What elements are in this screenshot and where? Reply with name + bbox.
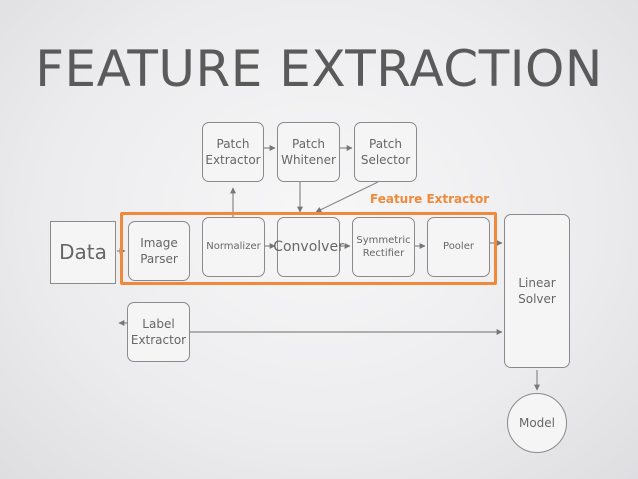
patch-extractor-line2: Extractor xyxy=(205,153,261,167)
convolver-label: Convolver xyxy=(273,238,344,255)
feature-extractor-label: Feature Extractor xyxy=(370,192,490,206)
arrow-selector-to-convolver xyxy=(315,181,379,213)
pooler-node: Pooler xyxy=(427,217,490,277)
patch-extractor-node: Patch Extractor xyxy=(202,122,264,182)
linear-solver-line1: Linear xyxy=(518,275,556,290)
patch-whitener-node: Patch Whitener xyxy=(277,122,340,182)
feature-extractor-group xyxy=(120,212,497,285)
image-parser-line1: Image xyxy=(140,235,178,250)
patch-selector-line1: Patch xyxy=(369,136,402,151)
image-parser-node: Image Parser xyxy=(128,221,190,281)
normalizer-label: Normalizer xyxy=(206,241,261,253)
normalizer-node: Normalizer xyxy=(202,217,265,277)
label-extractor-node: Label Extractor xyxy=(127,302,190,362)
patch-extractor-line1: Patch xyxy=(216,136,250,151)
slide-title: FEATURE EXTRACTION xyxy=(35,40,603,98)
data-node: Data xyxy=(50,221,116,284)
rectifier-line1: Symmetric xyxy=(356,234,411,246)
label-extractor-line2: Extractor xyxy=(130,333,187,347)
linear-solver-node: Linear Solver xyxy=(504,214,570,368)
data-label: Data xyxy=(59,240,107,264)
linear-solver-line2: Solver xyxy=(518,292,556,306)
patch-selector-node: Patch Selector xyxy=(354,122,417,182)
patch-selector-line2: Selector xyxy=(360,153,411,167)
patch-whitener-line2: Whitener xyxy=(281,153,336,167)
model-node: Model xyxy=(507,393,567,453)
symmetric-rectifier-node: Symmetric Rectifier xyxy=(352,217,415,277)
label-extractor-line1: Label xyxy=(142,316,175,331)
convolver-node: Convolver xyxy=(273,217,344,277)
patch-whitener-line1: Patch xyxy=(292,136,325,151)
model-label: Model xyxy=(518,415,556,430)
pooler-label: Pooler xyxy=(443,241,474,253)
rectifier-line2: Rectifier xyxy=(362,248,405,259)
image-parser-line2: Parser xyxy=(140,252,178,266)
